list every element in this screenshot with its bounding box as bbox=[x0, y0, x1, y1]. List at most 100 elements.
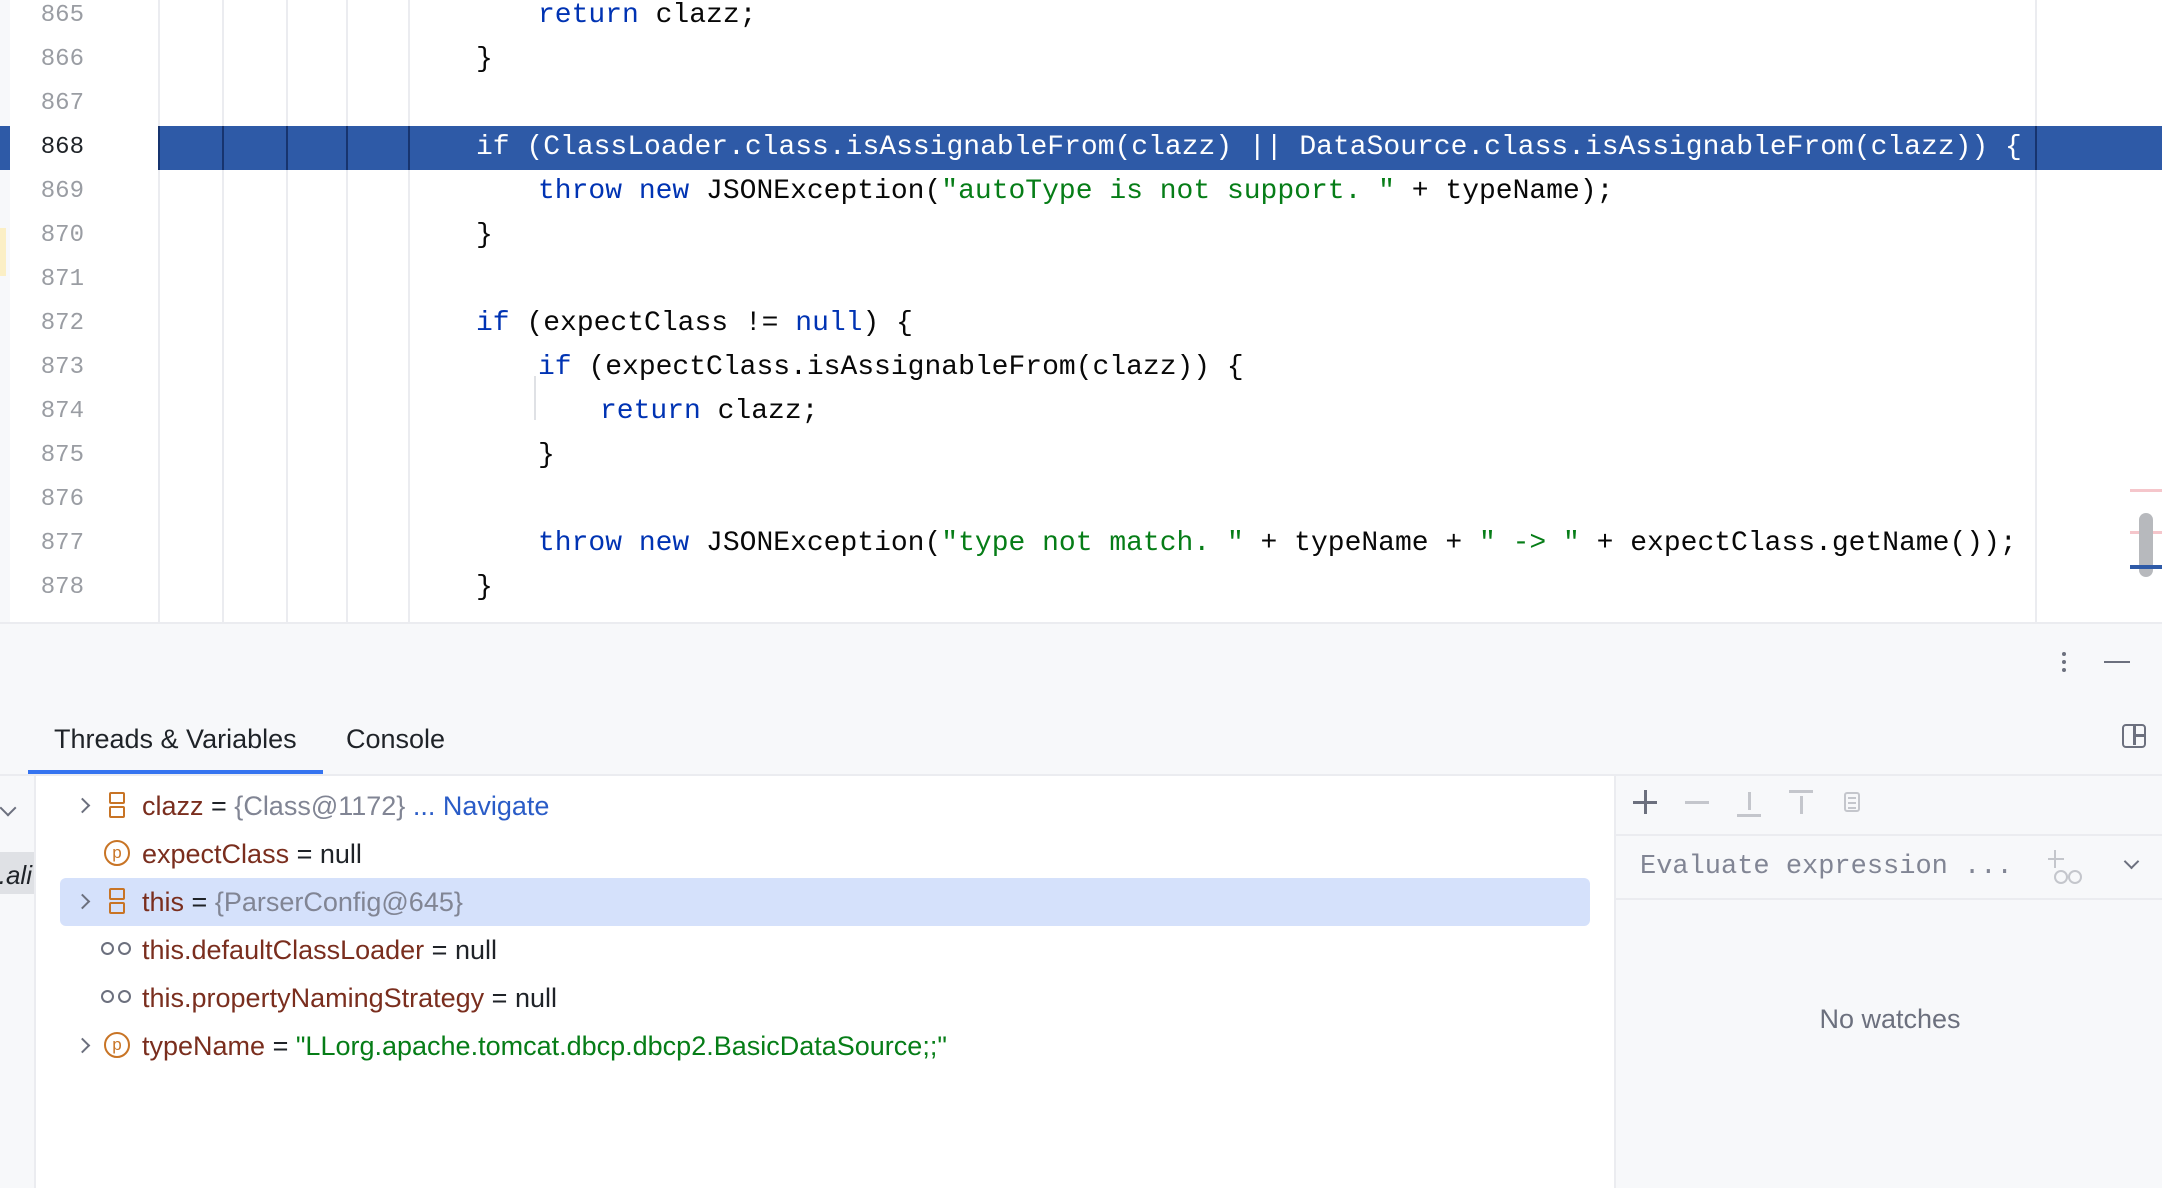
move-up-icon[interactable] bbox=[1734, 788, 1764, 818]
code-line[interactable]: 873 if (expectClass.isAssignableFrom(claz… bbox=[0, 346, 2162, 390]
scroll-marker-error bbox=[2130, 489, 2162, 492]
line-number[interactable]: 872 bbox=[40, 310, 84, 337]
field-icon bbox=[102, 790, 132, 820]
code-line[interactable]: 866} bbox=[0, 38, 2162, 82]
line-number[interactable]: 876 bbox=[40, 486, 84, 513]
keyword-token: null bbox=[795, 308, 863, 339]
debugger-tabs: Threads & Variables Console bbox=[0, 702, 2162, 776]
keyword-token: if bbox=[476, 308, 510, 339]
variable-name: this.defaultClassLoader bbox=[142, 935, 425, 965]
variable-name: expectClass bbox=[142, 839, 290, 869]
remove-icon[interactable] bbox=[1682, 788, 1712, 818]
equals-sign: = bbox=[184, 887, 215, 917]
frame-label: .ali bbox=[0, 860, 32, 890]
code-token: (expectClass != bbox=[509, 308, 796, 339]
evaluate-expression-input[interactable] bbox=[1638, 846, 2042, 888]
line-number[interactable]: 871 bbox=[40, 266, 84, 293]
code-text: } bbox=[538, 434, 555, 478]
tab-threads-variables[interactable]: Threads & Variables bbox=[28, 702, 323, 774]
watches-panel: No watches bbox=[1614, 776, 2162, 1188]
add-icon[interactable] bbox=[1630, 788, 1660, 818]
line-number[interactable]: 874 bbox=[40, 398, 84, 425]
no-watches-label: No watches bbox=[1819, 1004, 1961, 1034]
line-number[interactable]: 878 bbox=[40, 574, 84, 601]
code-line[interactable]: 872 if (expectClass != null) { bbox=[0, 302, 2162, 346]
equals-sign: = bbox=[203, 791, 235, 821]
variable-row[interactable]: this = {ParserConfig@645} bbox=[60, 878, 1590, 926]
chevron-right-icon[interactable] bbox=[74, 796, 94, 816]
line-number[interactable]: 868 bbox=[40, 134, 84, 161]
keyword-token: new bbox=[638, 176, 690, 207]
line-number[interactable]: 870 bbox=[40, 222, 84, 249]
code-line[interactable]: 870} bbox=[0, 214, 2162, 258]
code-line[interactable]: 875} bbox=[0, 434, 2162, 478]
variable-row[interactable]: this.propertyNamingStrategy = null bbox=[60, 974, 1590, 1022]
code-line[interactable]: 877 throw new JSONException("type not mat… bbox=[0, 522, 2162, 566]
code-line[interactable]: 869 throw new JSONException("autoType is … bbox=[0, 170, 2162, 214]
chevron-right-icon[interactable] bbox=[74, 892, 94, 912]
code-line[interactable]: 865 return clazz; bbox=[0, 0, 2162, 38]
navigate-link[interactable]: ... Navigate bbox=[405, 791, 550, 821]
frames-panel[interactable]: .ali bbox=[0, 776, 36, 1188]
code-line[interactable]: 876 bbox=[0, 478, 2162, 522]
string-token: " -> " bbox=[1479, 528, 1580, 559]
keyword-token: new bbox=[638, 528, 690, 559]
line-number[interactable]: 866 bbox=[40, 46, 84, 73]
chevron-right-icon[interactable] bbox=[74, 1036, 94, 1056]
string-token: "type not match. " bbox=[941, 528, 1244, 559]
code-text: } bbox=[476, 38, 493, 82]
chevron-down-icon[interactable] bbox=[2124, 858, 2138, 872]
code-token: JSONException( bbox=[689, 528, 942, 559]
code-line[interactable]: 867 bbox=[0, 82, 2162, 126]
layout-icon[interactable] bbox=[2122, 724, 2146, 748]
keyword-token: if bbox=[538, 352, 572, 383]
column-separator bbox=[222, 126, 224, 170]
code-token: + typeName + bbox=[1243, 528, 1479, 559]
change-marker bbox=[0, 228, 6, 276]
frame-item[interactable]: .ali bbox=[0, 852, 34, 894]
tab-console[interactable]: Console bbox=[346, 724, 446, 754]
gutter-column-guide bbox=[346, 0, 348, 622]
variable-row[interactable]: clazz = {Class@1172} ... Navigate bbox=[60, 782, 1590, 830]
add-to-watches-icon[interactable] bbox=[2048, 850, 2082, 884]
code-line[interactable]: 871 bbox=[0, 258, 2162, 302]
code-line[interactable]: 878} bbox=[0, 566, 2162, 610]
right-margin-guide bbox=[2035, 0, 2037, 622]
watch-glasses-icon bbox=[100, 986, 134, 1008]
column-separator bbox=[158, 126, 160, 170]
line-number[interactable]: 875 bbox=[40, 442, 84, 469]
code-token: + typeName); bbox=[1394, 176, 1614, 207]
debugger-header bbox=[0, 624, 2162, 702]
column-separator bbox=[346, 126, 348, 170]
code-token: ) { bbox=[862, 308, 913, 339]
code-text: return clazz; bbox=[538, 0, 756, 38]
line-number[interactable]: 873 bbox=[40, 354, 84, 381]
variable-text: this.defaultClassLoader = null bbox=[142, 926, 497, 974]
variable-name: this.propertyNamingStrategy bbox=[142, 983, 485, 1013]
move-down-icon[interactable] bbox=[1786, 788, 1816, 818]
variable-row[interactable]: this.defaultClassLoader = null bbox=[60, 926, 1590, 974]
code-text: throw new JSONException("autoType is not… bbox=[538, 170, 1613, 214]
line-number[interactable]: 869 bbox=[40, 178, 84, 205]
gutter-column-guide bbox=[408, 0, 410, 622]
code-token: clazz; bbox=[638, 0, 757, 31]
line-number[interactable]: 865 bbox=[40, 2, 84, 29]
code-text: throw new JSONException("type not match.… bbox=[538, 522, 2017, 566]
minimize-icon[interactable] bbox=[2100, 640, 2134, 684]
line-number[interactable]: 877 bbox=[40, 530, 84, 557]
evaluate-row bbox=[1616, 834, 2162, 900]
more-vertical-icon[interactable] bbox=[2050, 640, 2078, 684]
code-token: (expectClass.isAssignableFrom(clazz)) { bbox=[571, 352, 1244, 383]
editor-scrollbar-thumb[interactable] bbox=[2139, 513, 2153, 577]
panel-divider[interactable] bbox=[0, 622, 2162, 624]
code-token: } bbox=[476, 220, 493, 251]
line-number[interactable]: 867 bbox=[40, 90, 84, 117]
equals-sign: = bbox=[289, 839, 320, 869]
duplicate-icon[interactable] bbox=[1838, 788, 1868, 818]
